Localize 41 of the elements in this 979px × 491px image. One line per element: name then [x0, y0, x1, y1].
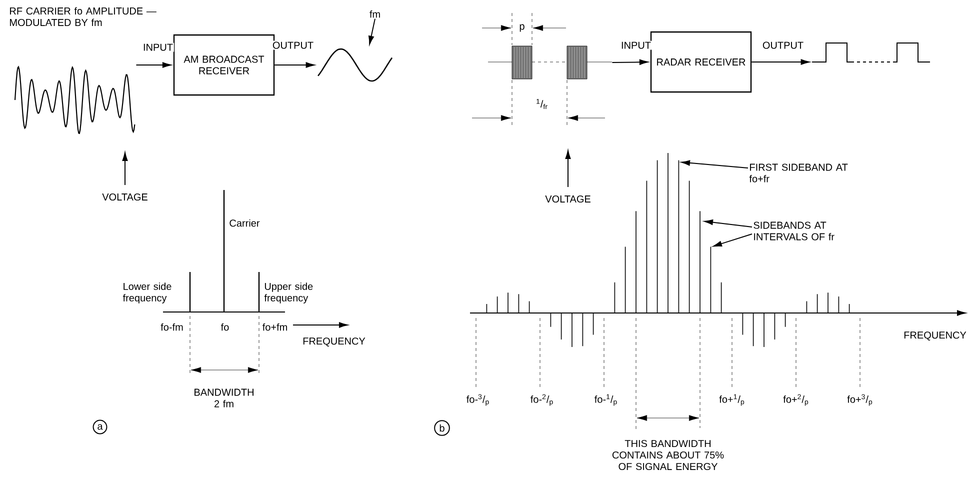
- label-text: fo-$^{2}$/$_{p}$: [530, 394, 553, 406]
- label-text: Lower side frequency: [122, 282, 172, 304]
- receiver-box: RADAR RECEIVER: [650, 31, 752, 93]
- leader-line: [704, 220, 752, 228]
- label-text: $^{1}$/$_{fr}$: [536, 98, 548, 110]
- edge-label: INPUT: [620, 40, 652, 50]
- label-text: fo+$^{3}$/$_{p}$: [847, 394, 872, 406]
- signal-drawing: [812, 42, 930, 62]
- signal-drawing: [488, 46, 612, 80]
- callout-text: FIRST SIDEBAND AT fo+fr: [749, 164, 848, 182]
- edge-label: OUTPUT: [761, 40, 805, 50]
- label-text: fo+$^{1}$/$_{p}$: [719, 394, 744, 406]
- leader-line: [713, 234, 752, 247]
- label-text: fo-$^{1}$/$_{p}$: [594, 394, 617, 406]
- label-text: p: [520, 24, 524, 32]
- arrow: [136, 62, 172, 68]
- label-text: fo: [220, 323, 229, 331]
- signal-drawing: [14, 66, 136, 134]
- label-text: VOLTAGE: [102, 193, 148, 201]
- label-text: THIS BANDWIDTH CONTAINS ABOUT 75% OF SIGNAL ENERGY: [612, 440, 724, 470]
- label-text: FREQUENCY: [904, 332, 966, 340]
- edge-label: OUTPUT: [271, 40, 315, 50]
- label-text: Upper side frequency: [264, 282, 313, 304]
- edge-label: INPUT: [142, 42, 174, 52]
- label-text: BANDWIDTH 2 fm: [194, 388, 254, 408]
- label-text: Carrier: [230, 219, 260, 227]
- arrow: [751, 59, 810, 65]
- leader-line: [368, 18, 376, 45]
- callout-text: SIDEBANDS AT INTERVALS OF fr: [754, 222, 834, 240]
- label-text: fo+fm: [262, 323, 287, 331]
- label-text: VOLTAGE: [545, 195, 590, 203]
- label-text: fo-fm: [160, 323, 183, 331]
- label-text: RF CARRIER fo AMPLITUDE — MODULATED BY fm: [10, 7, 156, 26]
- label-text: fo-$^{3}$/$_{p}$: [466, 394, 489, 406]
- callout-text: fm: [370, 10, 380, 18]
- label-text: fo+$^{2}$/$_{p}$: [783, 394, 808, 406]
- label-text: FREQUENCY: [303, 338, 366, 346]
- signal-drawing: [318, 48, 393, 82]
- leader-line: [681, 160, 748, 168]
- arrow: [612, 59, 648, 65]
- arrow: [274, 62, 314, 68]
